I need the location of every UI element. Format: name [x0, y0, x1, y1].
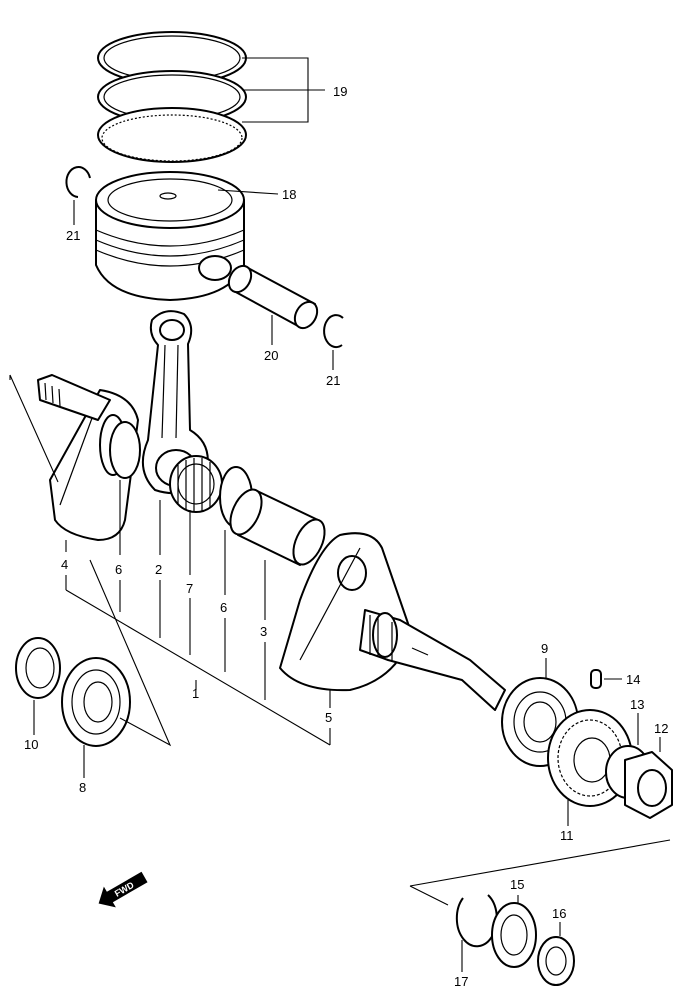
piston-rings [97, 31, 247, 163]
circlip-lower [323, 314, 344, 349]
callout-9: 9 [541, 641, 548, 656]
bearing-8 [61, 657, 131, 747]
callout-21-upper: 21 [66, 228, 80, 243]
callout-15: 15 [510, 877, 524, 892]
callout-10: 10 [24, 737, 38, 752]
key-14 [590, 669, 602, 689]
bearing-15 [491, 902, 537, 968]
callout-4: 4 [61, 557, 68, 572]
callout-21-lower: 21 [326, 373, 340, 388]
callout-6-right: 6 [220, 600, 227, 615]
crank-pin [229, 488, 326, 566]
callout-13: 13 [630, 697, 644, 712]
callout-20: 20 [264, 348, 278, 363]
callout-16: 16 [552, 906, 566, 921]
callout-11: 11 [560, 828, 574, 843]
left-shaft [37, 374, 111, 421]
oil-seal-10 [15, 637, 61, 699]
circlip-upper [65, 166, 91, 198]
callout-5: 5 [325, 710, 332, 725]
callout-12: 12 [654, 721, 668, 736]
callout-2: 2 [155, 562, 162, 577]
piston-pin [227, 264, 319, 330]
callout-8: 8 [79, 780, 86, 795]
right-shaft [359, 609, 506, 711]
needle-bearing [169, 455, 223, 513]
callout-1: 1 [192, 686, 199, 701]
callout-6-left: 6 [115, 562, 122, 577]
nut-12 [624, 751, 673, 819]
callout-17: 17 [454, 974, 468, 989]
callout-14: 14 [626, 672, 640, 687]
circlip-17 [455, 894, 498, 948]
callout-19: 19 [333, 84, 347, 99]
callout-18: 18 [282, 187, 296, 202]
thrust-washer-left [109, 421, 141, 479]
piston [95, 171, 245, 301]
fwd-arrow-icon: FWD [98, 871, 148, 908]
leader-lines [9, 57, 671, 972]
callout-3: 3 [260, 624, 267, 639]
callout-7: 7 [186, 581, 193, 596]
seal-16 [537, 936, 575, 986]
callout-labels: 19 18 21 20 21 4 6 2 7 6 3 1 5 9 14 13 1… [24, 84, 668, 989]
